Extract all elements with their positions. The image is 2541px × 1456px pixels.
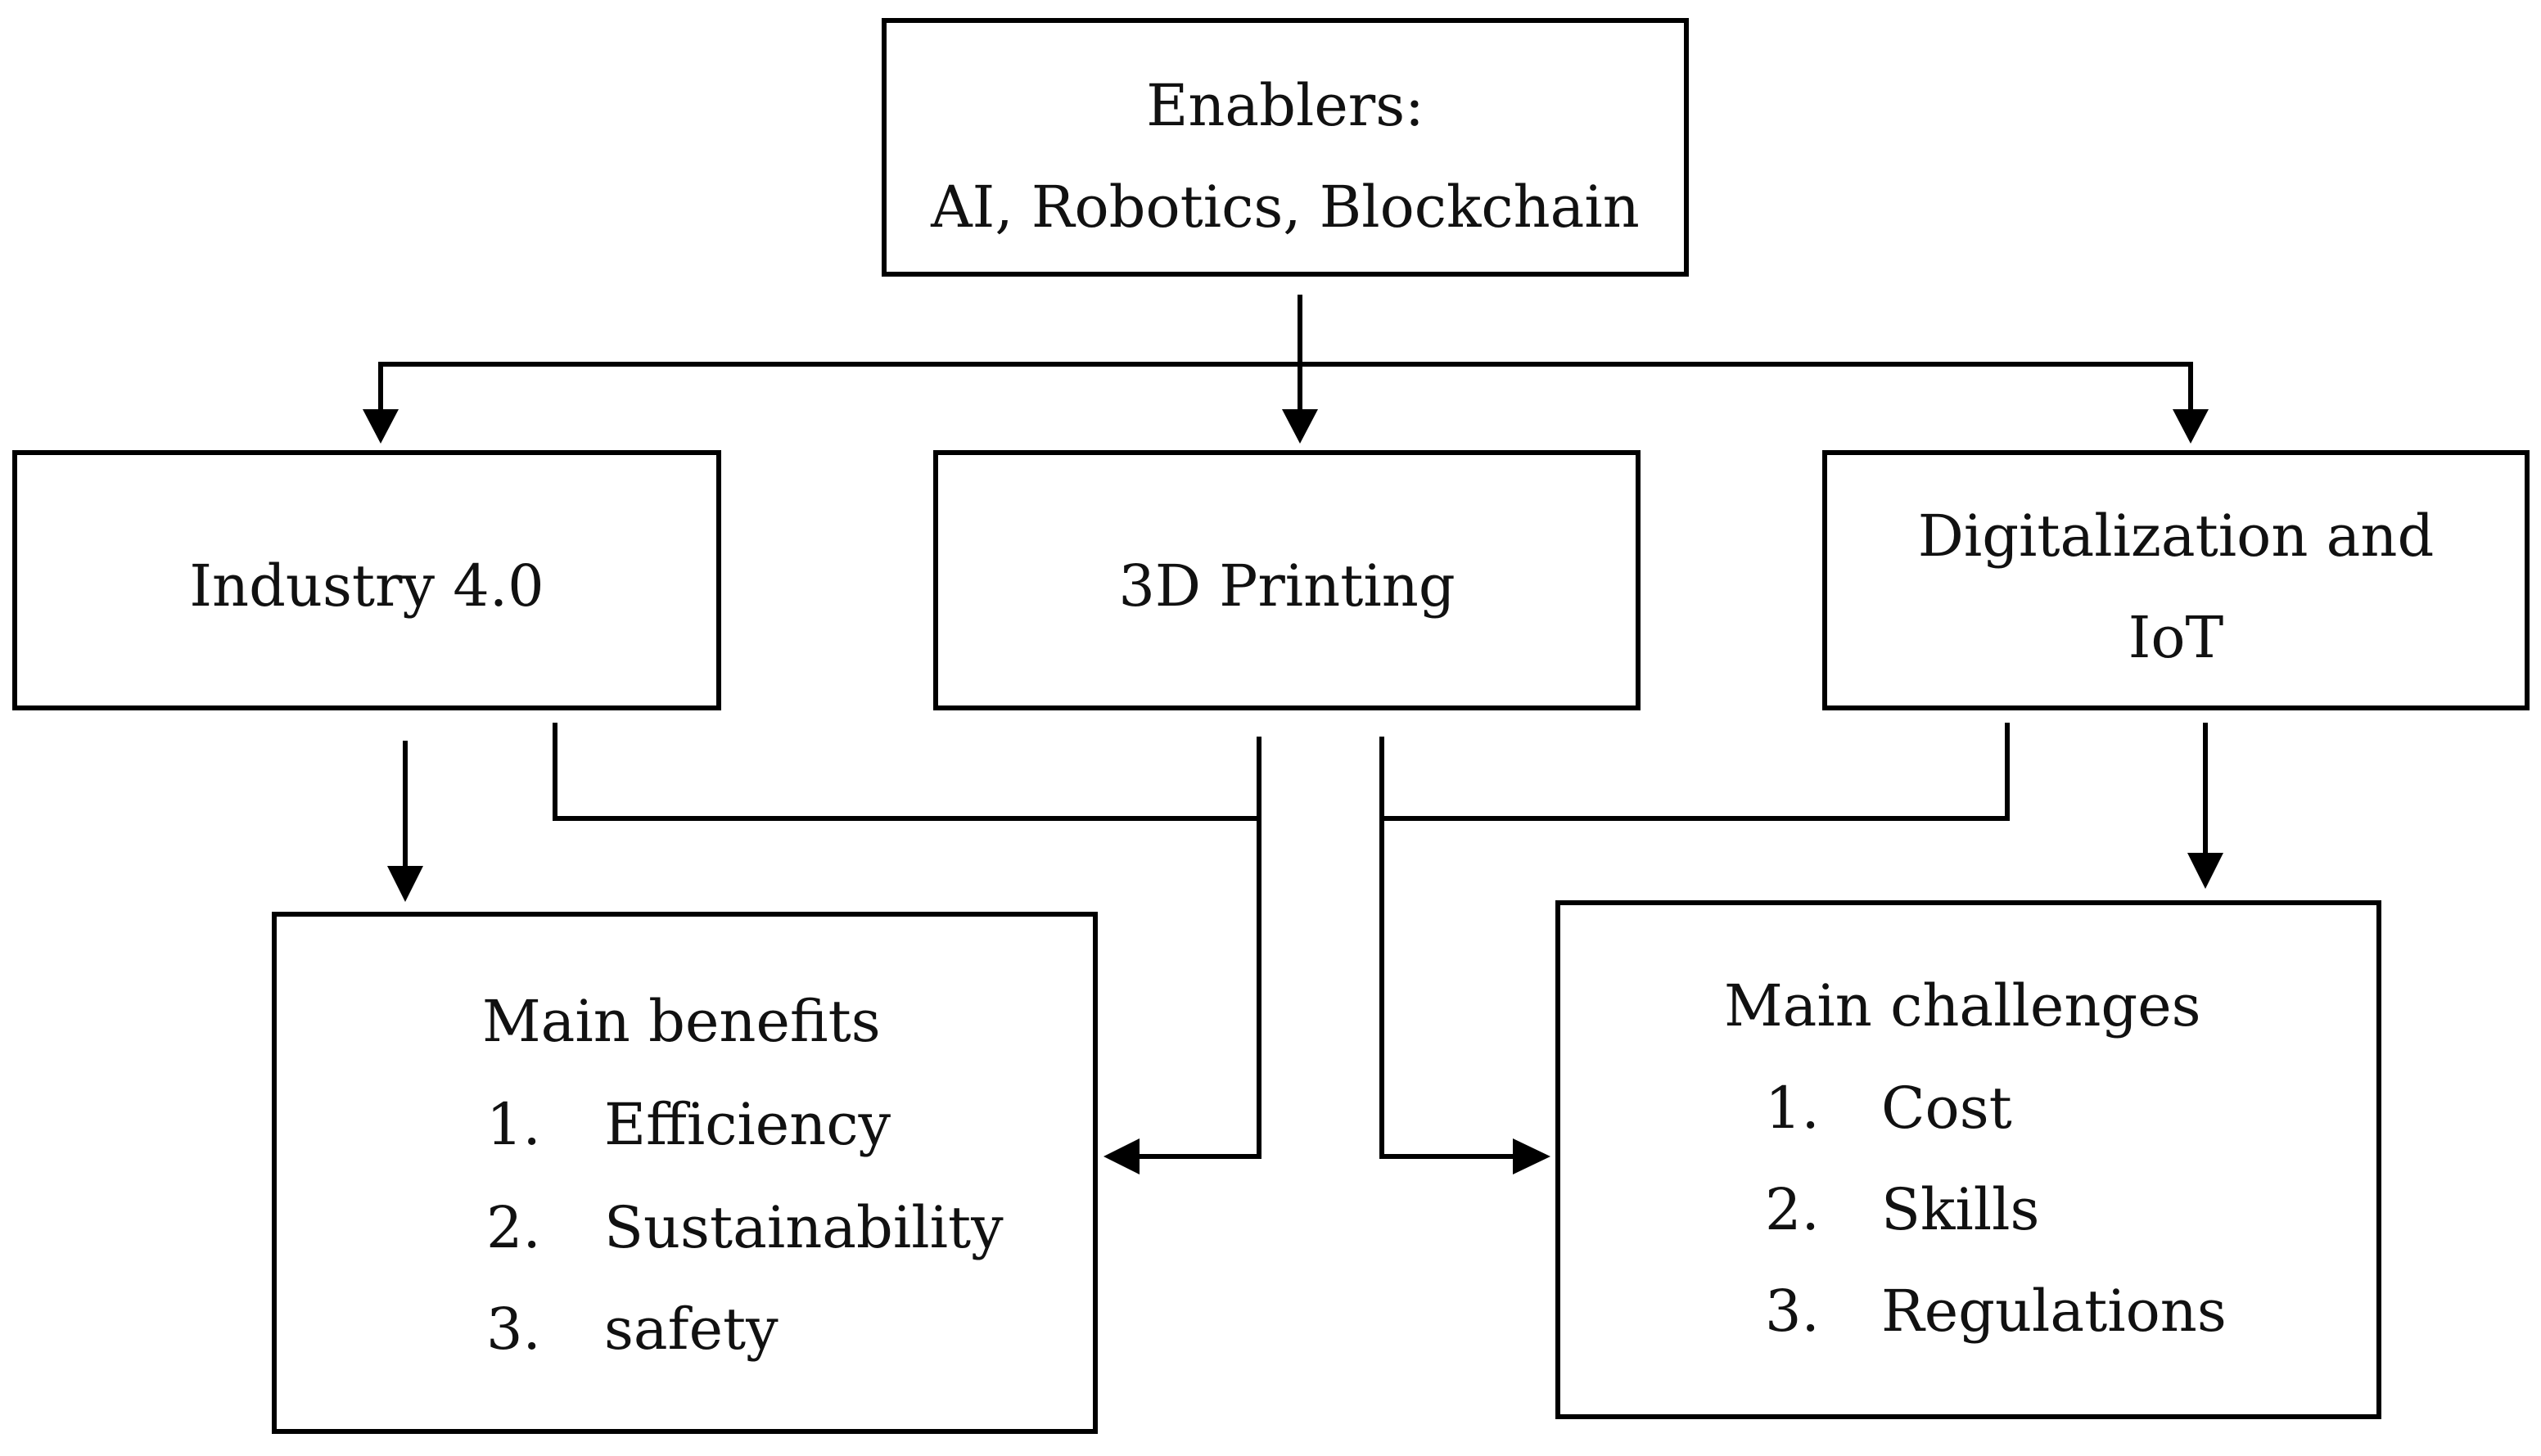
connector-digitalization-join [1382, 723, 2010, 821]
challenge-number: 1. [1765, 1075, 1820, 1142]
connector-printing-challenges [1379, 737, 1514, 1159]
benefit-number: 1. [486, 1091, 541, 1158]
benefits-title: Main benefits [482, 988, 881, 1055]
industry-label: Industry 4.0 [189, 552, 544, 620]
arrowhead-to-printing [1282, 409, 1318, 444]
enablers-title: Enablers: [1146, 72, 1424, 139]
benefits-box [272, 912, 1098, 1434]
digitalization-label-line2: IoT [2128, 604, 2223, 671]
printing-box [933, 450, 1641, 710]
challenges-title: Main challenges [1724, 972, 2201, 1039]
benefit-number: 2. [486, 1194, 541, 1261]
connector-enablers-branch [378, 362, 2193, 413]
printing-label: 3D Printing [1118, 552, 1455, 620]
arrowhead-to-benefits-left [387, 866, 423, 902]
enablers-box [882, 18, 1689, 277]
challenge-text: Cost [1881, 1075, 2012, 1142]
connector-printing-benefits [1138, 737, 1261, 1159]
enablers-items: AI, Robotics, Blockchain [930, 174, 1640, 241]
arrowhead-to-industry [363, 409, 399, 444]
benefit-text: Efficiency [604, 1091, 891, 1158]
arrowhead-to-challenges-top [2187, 853, 2223, 889]
digitalization-box [1822, 450, 2530, 710]
challenges-box [1555, 900, 2381, 1419]
industry-box [12, 450, 721, 710]
benefit-text: safety [604, 1296, 779, 1363]
challenge-text: Skills [1881, 1176, 2039, 1243]
digitalization-label-line1: Digitalization and [1918, 503, 2435, 570]
benefit-number: 3. [486, 1296, 541, 1363]
connector-industry-join [553, 723, 1259, 821]
challenge-number: 2. [1765, 1176, 1820, 1243]
challenge-number: 3. [1765, 1278, 1820, 1345]
benefit-text: Sustainability [604, 1194, 1004, 1261]
arrowhead-to-benefits-right [1104, 1138, 1140, 1174]
arrowhead-to-digitalization [2173, 409, 2209, 444]
arrowhead-to-challenges-left [1513, 1138, 1550, 1174]
challenge-text: Regulations [1881, 1278, 2227, 1345]
